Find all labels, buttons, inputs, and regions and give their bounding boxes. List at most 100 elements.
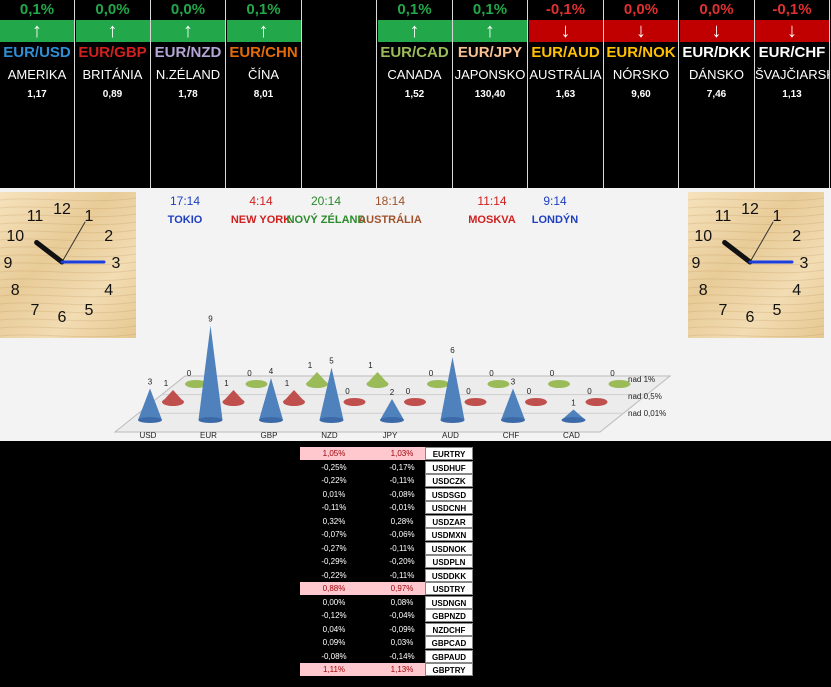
series-label: nad 0,5% bbox=[628, 392, 662, 401]
tile-country: DÁNSKO bbox=[689, 67, 744, 82]
data-label: 0 bbox=[610, 369, 615, 378]
change-cell: 0,08% bbox=[390, 597, 414, 607]
cone-base bbox=[561, 417, 586, 423]
tile-rate: 1,52 bbox=[404, 89, 425, 100]
change-cell: -0,09% bbox=[389, 624, 415, 634]
change-cell: -0,29% bbox=[321, 557, 347, 566]
city-name: LONDÝN bbox=[531, 214, 579, 226]
category-label: NZD bbox=[321, 431, 338, 440]
change-cell: 1,03% bbox=[368, 447, 436, 460]
tile-change: 0,1% bbox=[246, 1, 281, 18]
pair-cell: GBPTRY bbox=[425, 663, 473, 676]
clock-numeral: 8 bbox=[699, 282, 708, 299]
table-row: -0,27%-0,11%USDNOK bbox=[300, 541, 475, 556]
data-label: 0 bbox=[466, 387, 471, 396]
table-row: -0,22%-0,11%USDCZK bbox=[300, 474, 475, 488]
category-label: GBP bbox=[261, 431, 278, 440]
pair-cell: USDMXN bbox=[425, 528, 473, 541]
cone-mark bbox=[585, 398, 608, 406]
cone-mark bbox=[185, 380, 207, 388]
change-cell: -0,22% bbox=[321, 570, 347, 580]
category-label: CHF bbox=[503, 431, 520, 440]
tile-change: -0,1% bbox=[545, 1, 586, 18]
pair-cell: USDHUF bbox=[425, 460, 473, 474]
change-cell: 1,05% bbox=[300, 447, 368, 460]
change-cell: -0,25% bbox=[321, 462, 347, 472]
tile-pair: EUR/JPY bbox=[457, 44, 523, 61]
change-cell: 0,01% bbox=[322, 489, 346, 499]
cone-mark bbox=[319, 367, 344, 420]
tile-rate: 7,46 bbox=[706, 89, 727, 100]
tile-rate: 1,78 bbox=[178, 89, 198, 100]
clock-numeral: 11 bbox=[715, 208, 732, 225]
clock-numeral: 8 bbox=[11, 282, 20, 299]
cone-mark bbox=[487, 380, 510, 388]
category-label: AUD bbox=[442, 431, 459, 440]
table-row: -0,07%-0,06%USDMXN bbox=[300, 528, 475, 542]
tile-country: ČÍNA bbox=[247, 67, 280, 82]
clock-numeral: 4 bbox=[792, 282, 801, 299]
tile-pair: EUR/USD bbox=[3, 44, 71, 61]
tile-empty bbox=[302, 0, 377, 188]
tile-change: 0,0% bbox=[623, 1, 659, 18]
category-label: EUR bbox=[200, 431, 217, 440]
cone-mark bbox=[162, 390, 184, 402]
change-cell: -0,14% bbox=[389, 651, 415, 661]
data-label: 5 bbox=[329, 357, 334, 366]
city-name: TOKIO bbox=[167, 214, 203, 226]
pair-cell: GBPAUD bbox=[425, 649, 473, 663]
change-cell: -0,04% bbox=[389, 611, 415, 620]
data-label: 1 bbox=[164, 379, 169, 388]
clock-numeral: 1 bbox=[773, 208, 782, 225]
table-row: 0,32%0,28%USDZAR bbox=[300, 514, 475, 529]
city-clock-text: 4:14 bbox=[249, 194, 273, 208]
data-label: 3 bbox=[511, 378, 516, 387]
cone-mark bbox=[138, 388, 162, 420]
cone-base bbox=[440, 417, 465, 423]
change-cell: -0,11% bbox=[389, 570, 415, 580]
arrow-down-icon: ↓ bbox=[604, 20, 678, 42]
tile-pair: EUR/AUD bbox=[531, 44, 600, 61]
tile-rate: 1,17 bbox=[27, 89, 47, 100]
tile-rate: 1,13 bbox=[782, 89, 802, 100]
data-label: 0 bbox=[345, 387, 350, 396]
pair-cell: USDDKK bbox=[425, 568, 473, 582]
data-label: 0 bbox=[406, 387, 411, 396]
cone-mark bbox=[222, 390, 245, 402]
change-cell: -0,08% bbox=[321, 651, 347, 661]
data-label: 0 bbox=[429, 369, 434, 378]
data-label: 0 bbox=[187, 369, 192, 378]
cone-mark bbox=[380, 399, 404, 420]
clock-numeral: 3 bbox=[112, 255, 121, 272]
tile-eur-chf: -0,1%↓EUR/CHFŠVAJČIARSKO1,13 bbox=[755, 0, 830, 188]
data-label: 3 bbox=[148, 378, 153, 387]
pair-cell: GBPCAD bbox=[425, 636, 473, 649]
tile-change: -0,1% bbox=[772, 1, 812, 18]
cone-mark bbox=[548, 380, 570, 388]
clock-numeral: 2 bbox=[104, 228, 113, 245]
city-name: NOVÝ ZÉLAND bbox=[286, 214, 366, 226]
cone-mark bbox=[198, 325, 223, 420]
category-label: JPY bbox=[383, 431, 398, 440]
tile-country: ŠVAJČIARSKO bbox=[755, 67, 829, 82]
arrow-down-icon: ↓ bbox=[679, 20, 754, 42]
change-cell: -0,22% bbox=[321, 476, 347, 485]
tile-country: JAPONSKO bbox=[454, 67, 526, 82]
pairs-table: 1,05%1,03%EURTRY-0,25%-0,17%USDHUF-0,22%… bbox=[300, 447, 475, 677]
data-label: 9 bbox=[208, 315, 213, 324]
clock-numeral: 5 bbox=[85, 302, 94, 319]
clock-numeral: 9 bbox=[4, 255, 13, 272]
tile-rate: 0,89 bbox=[102, 89, 123, 100]
table-row: -0,08% -0,14% GBPAUD bbox=[300, 649, 475, 664]
